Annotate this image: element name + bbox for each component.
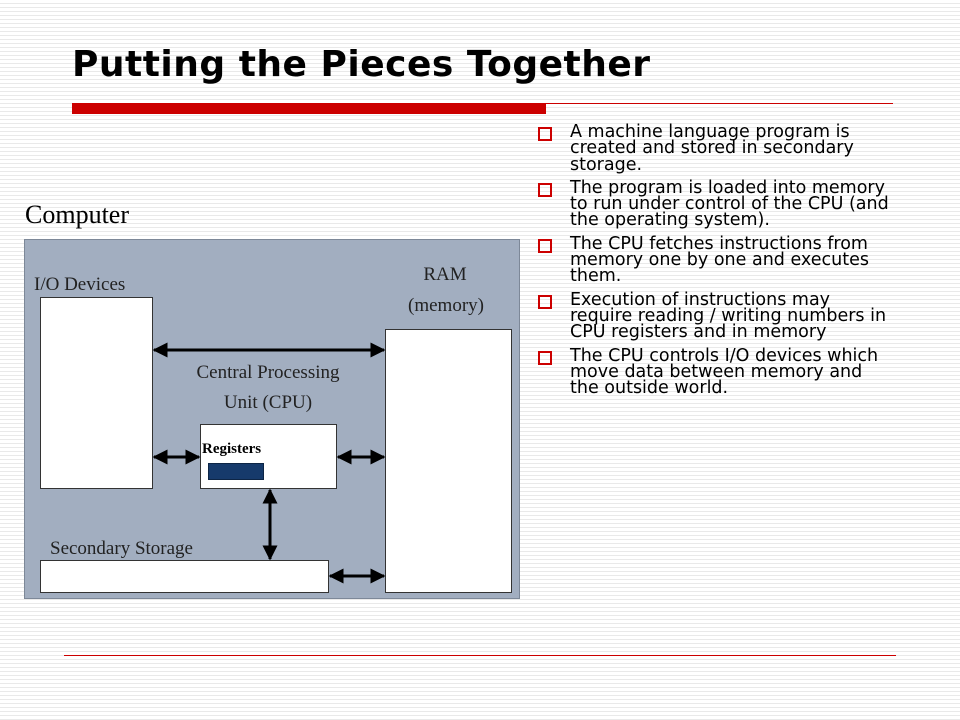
ram-box [385, 329, 512, 593]
bullet-text: A machine language program is created an… [570, 122, 854, 175]
io-devices-box [40, 297, 153, 489]
bullet-item: A machine language program is created an… [536, 122, 896, 175]
bullet-list: A machine language program is created an… [536, 122, 896, 403]
cpu-label-line1: Central Processing [196, 362, 340, 383]
title-underline-thin [546, 103, 893, 104]
title-underline-thick [72, 103, 546, 114]
computer-label: Computer [25, 200, 129, 229]
secondary-storage-box [40, 560, 329, 593]
ram-label-line1: RAM [423, 264, 467, 285]
bullet-text: The CPU controls I/O devices which move … [570, 345, 879, 399]
bullet-text: The CPU fetches instructions from memory… [570, 233, 869, 287]
square-bullet-icon [538, 127, 552, 141]
bullet-item: The CPU fetches instructions from memory… [536, 233, 896, 287]
registers-block [208, 463, 264, 480]
bullet-item: Execution of instructions may require re… [536, 289, 896, 343]
square-bullet-icon [538, 182, 552, 197]
registers-label: Registers [202, 441, 262, 457]
square-bullet-icon [538, 350, 552, 365]
io-devices-label: I/O Devices [34, 274, 126, 295]
square-bullet-icon [538, 238, 552, 253]
square-bullet-icon [538, 294, 552, 309]
bullet-text: Execution of instructions may require re… [570, 289, 887, 343]
cpu-label-line2: Unit (CPU) [223, 392, 313, 413]
bullet-item: The program is loaded into memory to run… [536, 177, 896, 231]
ram-label-line2: (memory) [408, 295, 484, 316]
bullet-item: The CPU controls I/O devices which move … [536, 345, 896, 399]
slide-title: Putting the Pieces Together [72, 44, 651, 85]
secondary-storage-label: Secondary Storage [50, 538, 193, 559]
footer-divider [64, 655, 896, 656]
bullet-text: The program is loaded into memory to run… [570, 177, 889, 231]
